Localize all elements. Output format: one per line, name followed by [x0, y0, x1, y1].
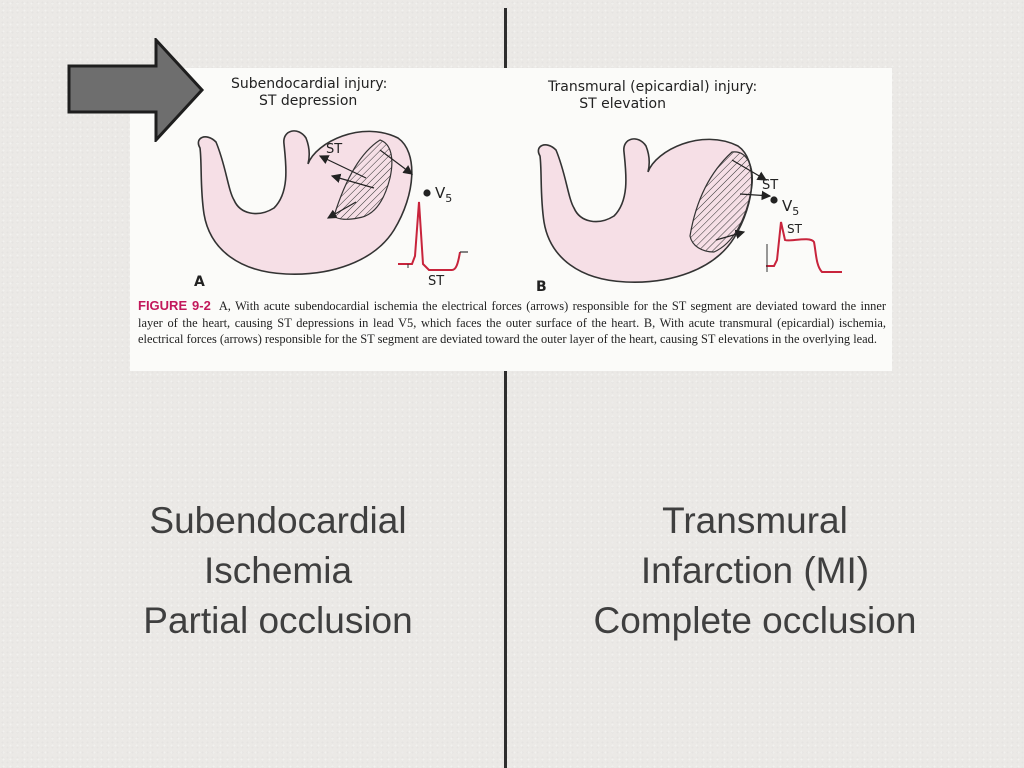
- left-line-3: Partial occlusion: [143, 600, 413, 641]
- panel-a-title: Subendocardial injury: ST depression: [231, 76, 387, 110]
- right-column-text: Transmural Infarction (MI) Complete occl…: [565, 496, 945, 646]
- panel-a-st-top-label: ST: [326, 142, 343, 157]
- left-line-1: Subendocardial: [149, 500, 407, 541]
- panel-a-lead-label: V5: [435, 184, 453, 205]
- force-arrow-a4: [379, 149, 413, 175]
- panel-b-title-line1: Transmural (epicardial) injury:: [548, 79, 758, 95]
- force-arrow-a2: [330, 173, 375, 189]
- heart-diagrams: [197, 130, 842, 283]
- force-arrow-b3: [715, 229, 746, 241]
- panel-a-title-line1: Subendocardial injury:: [231, 76, 388, 92]
- panel-b-title: Transmural (epicardial) injury: ST eleva…: [548, 79, 757, 113]
- panel-b-letter: B: [536, 279, 547, 295]
- ecg-trace-a: [398, 201, 461, 271]
- panel-b-lead-label: V5: [782, 197, 800, 218]
- figure-label: FIGURE 9-2: [138, 298, 211, 313]
- right-line-1: Transmural: [662, 500, 848, 541]
- panel-b-title-line2: ST elevation: [579, 96, 666, 112]
- hatched-injury-b: [689, 151, 753, 253]
- panel-a-letter: A: [194, 274, 205, 290]
- heart-a: [197, 130, 468, 275]
- ecg-figure: Subendocardial injury: ST depression Tra…: [130, 68, 892, 371]
- panel-a-st-bottom-label: ST: [428, 274, 445, 289]
- force-arrow-a1: [318, 155, 367, 179]
- right-line-3: Complete occlusion: [593, 600, 917, 641]
- force-arrow-b1: [731, 159, 768, 181]
- right-line-2: Infarction (MI): [640, 550, 870, 591]
- left-column-text: Subendocardial Ischemia Partial occlusio…: [88, 496, 468, 646]
- force-arrow-b2: [739, 190, 772, 201]
- lead-electrode-a: [423, 189, 431, 197]
- heart-b: [537, 138, 842, 283]
- ecg-trace-b: [766, 221, 842, 273]
- left-line-2: Ischemia: [203, 550, 353, 591]
- panel-a-title-line2: ST depression: [259, 93, 358, 109]
- hatched-injury-a: [333, 139, 393, 220]
- caption-text: A, With acute subendocardial ischemia th…: [138, 299, 886, 346]
- lead-electrode-b: [770, 196, 778, 204]
- force-arrow-a3: [326, 201, 357, 219]
- pointer-arrow-icon: [67, 38, 205, 142]
- center-divider: [504, 8, 507, 768]
- panel-b-st-top-label: ST: [762, 178, 779, 193]
- panel-b-st-bottom-label: ST: [787, 222, 802, 236]
